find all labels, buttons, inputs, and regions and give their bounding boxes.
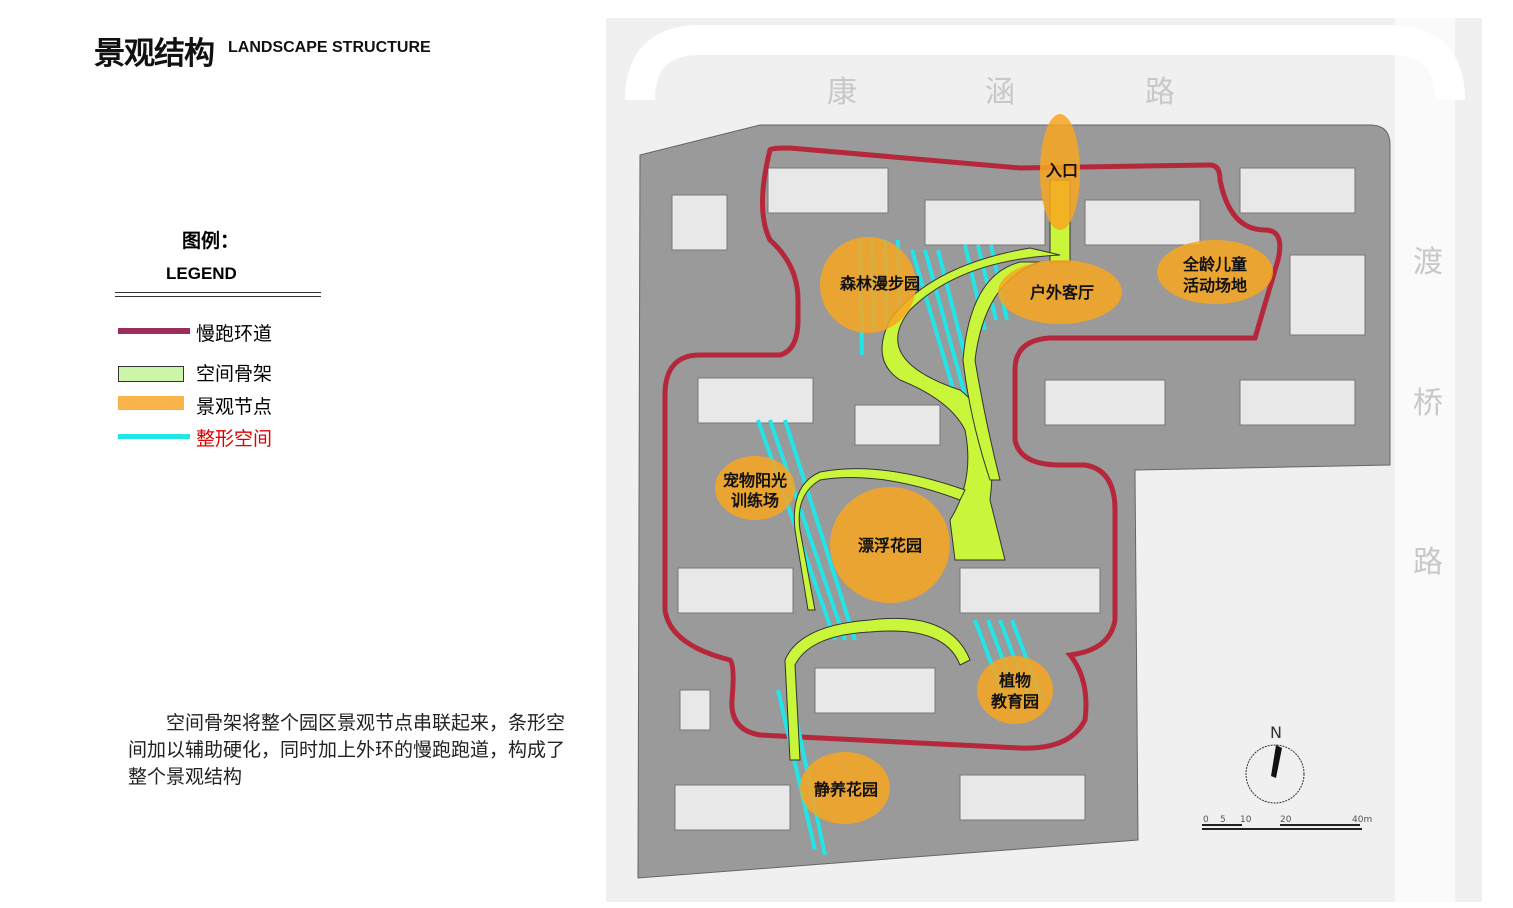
svg-text:20: 20 bbox=[1280, 815, 1292, 825]
compass: N bbox=[1245, 723, 1305, 804]
landscape-nodes bbox=[715, 114, 1273, 824]
legend-label: 慢跑环道 bbox=[196, 322, 273, 345]
legend-label: 景观节点 bbox=[196, 395, 273, 418]
svg-text:10: 10 bbox=[1240, 815, 1252, 825]
page-title: 景观结构 bbox=[94, 36, 215, 72]
node-outdoor-lounge: 户外客厅 bbox=[1030, 283, 1094, 302]
svg-text:40m: 40m bbox=[1352, 815, 1372, 825]
skeleton-swatch bbox=[118, 366, 184, 382]
legend-label: 空间骨架 bbox=[196, 362, 273, 385]
divider bbox=[115, 292, 321, 293]
node-plant-education-2: 教育园 bbox=[991, 692, 1039, 711]
road-name-char: 路 bbox=[1145, 75, 1175, 110]
jogging-swatch bbox=[118, 328, 190, 334]
page-subtitle: LANDSCAPE STRUCTURE bbox=[228, 39, 431, 56]
road-name-char: 渡 bbox=[1413, 245, 1443, 280]
svg-text:0: 0 bbox=[1203, 815, 1209, 825]
road-name-char: 涵 bbox=[985, 75, 1015, 110]
node-entrance: 入口 bbox=[1046, 161, 1078, 180]
top-road bbox=[625, 25, 1465, 101]
legend-title: 图例： bbox=[182, 230, 240, 252]
buildings bbox=[671, 167, 1366, 831]
road-name-char: 桥 bbox=[1413, 386, 1443, 421]
node-pet-training: 宠物阳光 bbox=[723, 471, 787, 490]
node-swatch bbox=[118, 396, 184, 410]
legend-label: 整形空间 bbox=[196, 427, 273, 450]
node-playground: 全龄儿童 bbox=[1182, 255, 1247, 274]
strip-swatch bbox=[118, 434, 190, 439]
node-forest-walk: 森林漫步园 bbox=[840, 274, 920, 293]
compass-north-label: N bbox=[1270, 723, 1282, 742]
description: 空间骨架将整个园区景观节点串联起来，条形空间加以辅助硬化，同时加上外环的慢跑跑道… bbox=[128, 712, 566, 788]
legend-title-en: LEGEND bbox=[166, 264, 237, 283]
node-floating-garden: 漂浮花园 bbox=[858, 536, 922, 555]
node-plant-education: 植物 bbox=[998, 671, 1031, 690]
road-name-char: 康 bbox=[827, 75, 857, 110]
node-pet-training-2: 训练场 bbox=[731, 491, 779, 510]
right-road bbox=[1395, 18, 1455, 902]
divider bbox=[115, 296, 321, 297]
scale-bar: 0 5 10 20 40m bbox=[1202, 815, 1372, 830]
node-playground-2: 活动场地 bbox=[1183, 276, 1247, 295]
svg-text:5: 5 bbox=[1220, 815, 1226, 825]
road-name-char: 路 bbox=[1413, 545, 1443, 580]
jogging-loop bbox=[662, 145, 1283, 751]
node-quiet-garden: 静养花园 bbox=[814, 780, 878, 799]
